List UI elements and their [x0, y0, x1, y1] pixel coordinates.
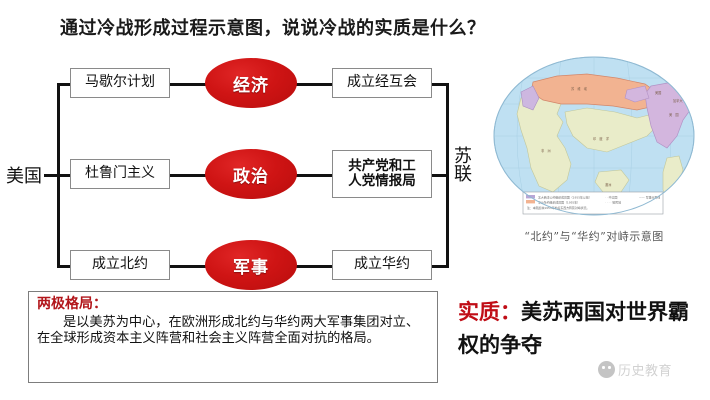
- node-ussr-action-economy[interactable]: 成立经互会: [332, 68, 432, 98]
- right-bracket-bottom-arm: [430, 265, 449, 268]
- node-ussr-action-politics[interactable]: 共产党和工 人党情报局: [332, 150, 432, 198]
- left-bracket-top-arm: [57, 83, 73, 86]
- page-title: 通过冷战形成过程示意图，说说冷战的实质是什么？: [60, 18, 486, 39]
- svg-text:· · · · 殖民地: · · · · 殖民地: [605, 199, 621, 204]
- actor-usa: 美国: [6, 166, 42, 187]
- cold-war-map-image: 苏 维 埃 美国 加拿大 美 国 非 洲 印 度 洋 澳洲 北大西洋公约组织成员…: [487, 52, 701, 222]
- svg-text:苏 维 埃: 苏 维 埃: [571, 86, 588, 91]
- watermark-face-icon: [598, 361, 615, 378]
- left-bracket-bottom-arm: [57, 265, 73, 268]
- svg-text:美国: 美国: [655, 90, 661, 95]
- row2-link-left: [168, 174, 210, 177]
- svg-text:注：本图反映1955年前后东西方阵营对峙状况。: 注：本图反映1955年前后东西方阵营对峙状况。: [527, 205, 589, 210]
- node-us-action-economy[interactable]: 马歇尔计划: [70, 68, 170, 98]
- node-domain-politics[interactable]: 政治: [205, 149, 297, 199]
- right-actor-stem: [430, 174, 449, 177]
- row1-link-left: [168, 83, 210, 86]
- svg-text:—— 军事分界线: —— 军事分界线: [639, 194, 660, 199]
- watermark: 历史教育: [598, 360, 672, 379]
- left-actor-stem: [44, 174, 73, 177]
- definition-heading: 两极格局：: [37, 296, 107, 312]
- node-us-action-politics[interactable]: 杜鲁门主义: [70, 159, 170, 189]
- svg-text:印 度 洋: 印 度 洋: [593, 136, 610, 141]
- row3-link-right: [296, 265, 334, 268]
- svg-text:加拿大: 加拿大: [673, 98, 683, 103]
- conclusion-body: 美苏两国对世界霸权的争夺: [458, 300, 689, 357]
- node-us-action-military[interactable]: 成立北约: [70, 250, 170, 280]
- node-domain-military[interactable]: 军事: [205, 240, 297, 290]
- svg-text:澳洲: 澳洲: [605, 182, 611, 187]
- definition-box: 两极格局： 是以美苏为中心，在欧洲形成北约与华约两大军事集团对立、在全球形成资本…: [28, 291, 438, 383]
- map-legend: 北大西洋公约组织成员国（1955年以前） 华沙条约组织成员国（1955年） 注：…: [522, 191, 664, 215]
- map-caption: “北约”与“华约”对峙示意图: [524, 230, 664, 243]
- definition-body: 是以美苏为中心，在欧洲形成北约与华约两大军事集团对立、在全球形成资本主义阵营和社…: [37, 314, 420, 347]
- row3-link-left: [168, 265, 210, 268]
- node-ussr-action-military[interactable]: 成立华约: [332, 250, 432, 280]
- actor-ussr: 苏联: [454, 146, 472, 186]
- row1-link-right: [296, 83, 334, 86]
- svg-text:美 国: 美 国: [669, 112, 679, 117]
- node-domain-economy[interactable]: 经济: [205, 58, 297, 108]
- svg-text:北大西洋公约组织成员国（1955年以前）: 北大西洋公约组织成员国（1955年以前）: [538, 194, 592, 199]
- svg-text:· · 中立国: · · 中立国: [605, 194, 617, 199]
- map-svg: 苏 维 埃 美国 加拿大 美 国 非 洲 印 度 洋 澳洲 北大西洋公约组织成员…: [493, 56, 695, 216]
- conclusion-key-label: 实质：: [458, 300, 521, 324]
- conclusion-text: 实质：美苏两国对世界霸权的争夺: [458, 296, 708, 361]
- row2-link-right: [296, 174, 334, 177]
- svg-text:华沙条约组织成员国（1955年）: 华沙条约组织成员国（1955年）: [538, 199, 580, 204]
- watermark-label: 历史教育: [618, 364, 673, 379]
- svg-text:非 洲: 非 洲: [541, 148, 551, 153]
- right-bracket-top-arm: [430, 83, 449, 86]
